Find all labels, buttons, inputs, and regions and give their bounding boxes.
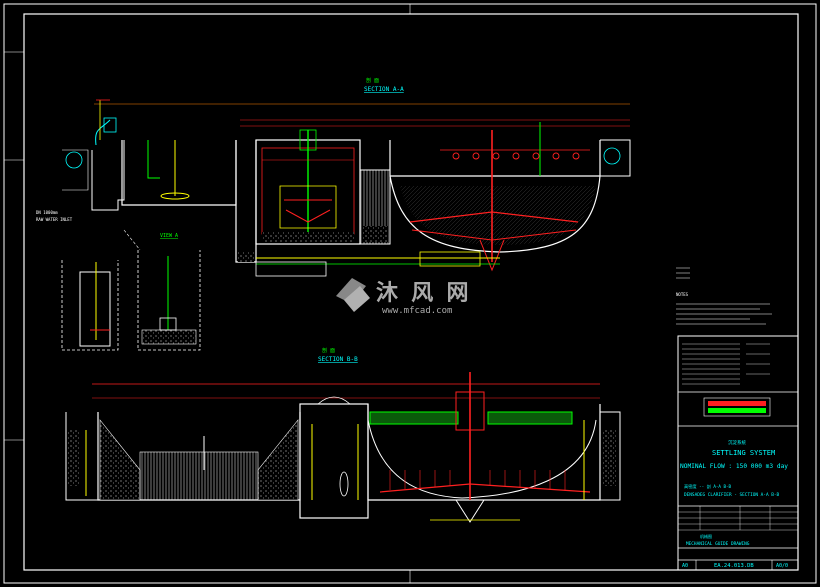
- drawing-en: MECHANICAL GUIDE DRAWING: [686, 541, 750, 547]
- view-a-drawing: VIEW A: [61, 229, 201, 351]
- section-aa-title-cn: 剖 面: [366, 77, 379, 84]
- section-en: DENSADEG CLARIFIER - SECTION A-A B-B: [684, 492, 780, 498]
- watermark-brand: 沐 风 网: [376, 281, 469, 306]
- watermark-url: www.mfcad.com: [382, 306, 452, 316]
- section-bb-title-cn: 剖 面: [322, 347, 335, 354]
- nominal-flow: NOMINAL FLOW : 150 000 m3 day: [680, 463, 788, 470]
- section-aa-drawing: 剖 面 SECTION A-A DN 1000mm RAW WATER INLE…: [36, 77, 631, 277]
- title-block: 沉淀系统 SETTLING SYSTEM NOMINAL FLOW : 150 …: [677, 335, 799, 571]
- sheet-size-right: A0/0: [776, 563, 788, 569]
- notes-block: NOTES: [676, 267, 772, 325]
- system-name: SETTLING SYSTEM: [712, 449, 775, 457]
- notes-heading: NOTES: [676, 292, 689, 297]
- view-a-title: VIEW A: [160, 233, 178, 239]
- raw-water-label: DN 1000mm: [36, 210, 58, 215]
- watermark-logo: 沐 风 网 www.mfcad.com: [336, 278, 469, 316]
- section-bb-drawing: 剖 面 SECTION B-B: [65, 347, 621, 523]
- sheet-border: [3, 3, 817, 584]
- sheet-size-left: A0: [682, 563, 688, 569]
- section-cn: 高密度 -- 剖 A-A B-B: [684, 483, 731, 490]
- system-heading: 沉淀系统: [728, 439, 746, 446]
- section-bb-title: SECTION B-B: [318, 356, 358, 363]
- drawing-cn: 机械图: [700, 533, 712, 539]
- raw-water-sub: RAW WATER INLET: [36, 217, 73, 222]
- drawing-number: EA.24.013.DB: [714, 563, 754, 569]
- section-aa-title: SECTION A-A: [364, 86, 404, 93]
